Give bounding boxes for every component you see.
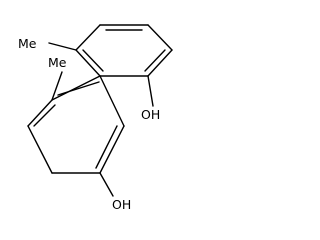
double-bond-line (95, 125, 118, 169)
double-bond-line (57, 81, 100, 96)
structural-formula: Me OH Me OH (18, 24, 173, 212)
methyl-bond-bottom (51, 71, 63, 101)
bond (27, 125, 53, 174)
hydroxyl-bond-top (147, 75, 154, 107)
bond (147, 24, 173, 51)
methyl-label-bottom: Me (48, 55, 67, 70)
upper-benzene-ring (75, 24, 173, 77)
bond (147, 49, 173, 77)
double-bond-line (144, 49, 166, 72)
methyl-label-top: Me (18, 36, 37, 51)
bond (27, 99, 53, 127)
bond (99, 75, 125, 127)
bond (75, 24, 101, 51)
bond (99, 125, 125, 174)
lower-benzene-ring (27, 75, 125, 174)
hydroxyl-label-top: OH (141, 107, 160, 122)
hydroxyl-bond-bottom (99, 172, 114, 197)
bond (51, 75, 101, 101)
bond (75, 49, 101, 77)
double-bond-line (33, 104, 56, 127)
hydroxyl-label-bottom: OH (112, 197, 131, 212)
methyl-bond-top (48, 42, 77, 51)
double-bond-line (82, 49, 104, 72)
